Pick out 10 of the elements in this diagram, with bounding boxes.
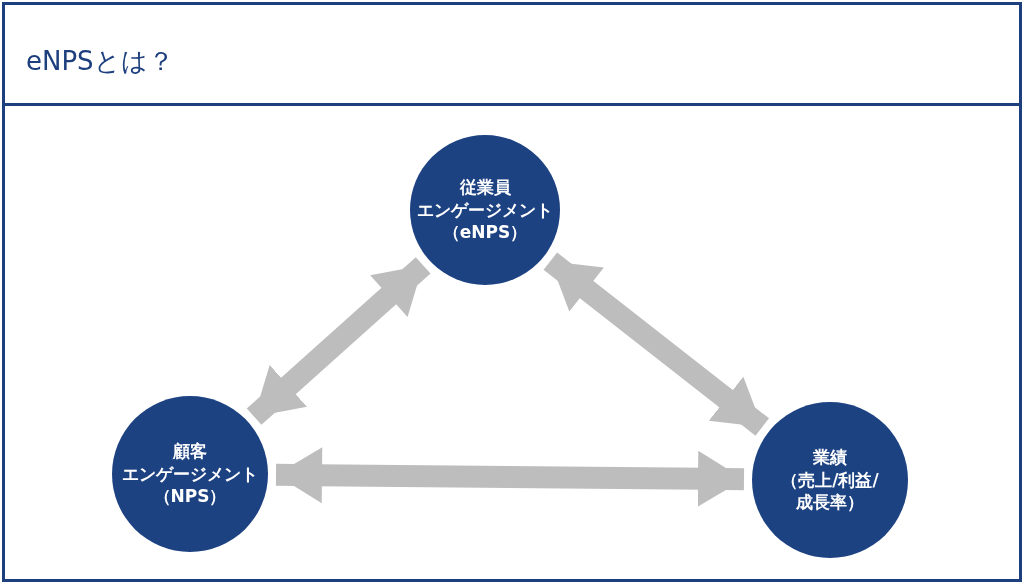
circle-label: エンゲージメント（NPS）	[121, 462, 259, 509]
circle-label: エンゲージメント（eNPS）	[416, 198, 554, 245]
slide-title: eNPSとは？	[26, 45, 174, 78]
circle-label: 業績	[813, 445, 847, 469]
double-arrow	[246, 257, 431, 425]
circle-label: （売上/利益/成長率）	[780, 468, 880, 515]
double-arrow	[543, 252, 770, 436]
circle-label: 顧客	[173, 439, 207, 463]
circle-label: 従業員	[459, 175, 511, 199]
double-arrow	[275, 447, 745, 507]
